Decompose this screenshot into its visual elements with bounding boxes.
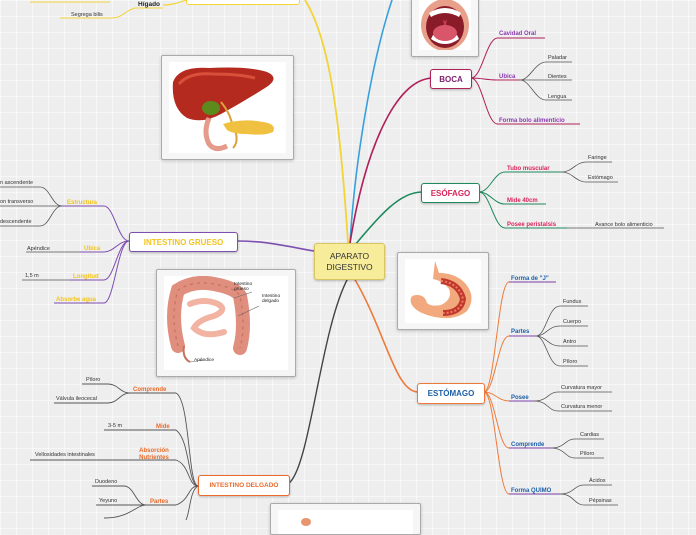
bottom-illustration (301, 518, 311, 526)
id-partes-item-duodeno: Duodeno (95, 479, 118, 485)
forma-quimo-label: Forma QUIMO (511, 488, 552, 494)
tubo-item-estomago: Estómago (588, 175, 613, 181)
stomach-illustration (410, 261, 472, 319)
intestino-grueso-title: INTESTINO GRUESO (143, 237, 224, 247)
intestino-delgado-title: INTESTINO DELGADO (209, 482, 279, 489)
boca-ubica-item-lengua: Lengua (548, 94, 567, 100)
id-absorcion-text: Absorción Nutrientes (139, 448, 169, 462)
esofago-posee-label: Posee peristalsis (507, 222, 557, 228)
id-partes-item-yeyuno: Yeyuno (99, 498, 118, 504)
boca-ubica-label: Ubica (499, 74, 516, 80)
stomach-image (397, 252, 489, 330)
id-absorcion-item: Vellosidades intestinales (35, 452, 95, 458)
central-topic[interactable]: APARATO DIGESTIVO (314, 243, 385, 280)
estructura-label: Estructura (67, 200, 98, 206)
partes-item-piloro: Píloro (563, 359, 578, 365)
estomago-posee-label: Posee (511, 395, 529, 401)
quimo-item-pepsinas: Pépsinas (589, 498, 612, 504)
estomago-node[interactable]: ESTÓMAGO (417, 383, 485, 404)
id-comprende-item-piloro: Píloro (86, 377, 101, 383)
tubo-item-faringe: Faringe (588, 155, 607, 161)
liver-illustration (172, 67, 274, 152)
ig-ubica-label: Ubica (84, 246, 101, 252)
estomago-partes-label: Partes (511, 329, 530, 335)
quimo-item-acidos: Ácidos (589, 478, 606, 484)
boca-node[interactable]: BOCA (430, 69, 472, 89)
esofago-title: ESÓFAGO (430, 188, 471, 198)
boca-title: BOCA (439, 74, 463, 84)
id-mide-item: 3-5 m (108, 423, 123, 429)
bottom-image (270, 503, 421, 535)
mouth-image (411, 0, 479, 57)
liver-image (161, 55, 294, 160)
caption-apendice: Apéndice (194, 358, 215, 363)
longitud-item: 1,5 m (25, 273, 39, 279)
comprende-item-piloro: Píloro (580, 451, 595, 457)
segrega-bilis-label: Segrega bilis (71, 12, 103, 18)
partes-item-antro: Antro (563, 339, 577, 345)
id-partes-label: Partes (150, 499, 169, 505)
intestines-image: Intestino grueso Intestino delgado Apénd… (156, 269, 296, 377)
tubo-muscular-label: Tubo muscular (507, 166, 550, 172)
id-mide-label: Mide (156, 424, 170, 430)
id-comprende-item-valvula: Válvula ileocecal (56, 396, 97, 402)
intestines-illustration (167, 276, 260, 363)
cavidad-oral-label: Cavidad Oral (499, 31, 537, 37)
partes-item-cuerpo: Cuerpo (563, 319, 582, 325)
higado-node-fragment[interactable] (186, 0, 300, 5)
id-comprende-label: Comprende (133, 387, 167, 393)
estomago-comprende-label: Comprende (511, 442, 545, 448)
absorbe-agua-label: Absorbe agua (56, 297, 97, 303)
higado-label: Hígado (138, 1, 161, 8)
esofago-mide-label: Mide 40cm (507, 198, 538, 204)
mouth-illustration (421, 0, 469, 50)
central-title-line1: APARATO (329, 251, 370, 262)
caption-intestino-grueso: Intestino grueso (234, 282, 253, 293)
intestino-grueso-node[interactable]: INTESTINO GRUESO (129, 232, 238, 252)
posee-item-curvatura-mayor: Curvatura mayor (561, 385, 602, 391)
esofago-node[interactable]: ESÓFAGO (421, 183, 480, 203)
posee-item-curvatura-menor: Curvatura menor (561, 404, 603, 410)
central-title-line2: DIGESTIVO (326, 261, 373, 272)
ig-ubica-item-apendice: Apéndice (27, 246, 50, 252)
forma-bolo-label: Forma bolo alimenticio (499, 118, 565, 124)
estructura-item-transverso: on transverso (0, 199, 34, 205)
longitud-label: Longitud (73, 274, 99, 280)
intestino-delgado-node[interactable]: INTESTINO DELGADO (198, 475, 290, 496)
boca-ubica-item-paladar: Paladar (548, 55, 567, 61)
estomago-title: ESTÓMAGO (427, 389, 475, 398)
forma-j-label: Forma de "J" (511, 276, 549, 282)
posee-item-avance: Avance bolo alimenticio (595, 222, 653, 228)
id-absorcion-label: Absorción Nutrientes (134, 448, 174, 462)
comprende-item-cardias: Cardias (580, 432, 599, 438)
caption-intestino-delgado: Intestino delgado (262, 294, 281, 305)
estructura-item-descendente: descendente (0, 219, 32, 225)
partes-item-fundus: Fundus (563, 299, 582, 305)
estructura-item-ascendente: n ascendente (0, 180, 34, 186)
connector-lines (0, 0, 664, 520)
boca-ubica-item-dientes: Dientes (548, 74, 567, 80)
